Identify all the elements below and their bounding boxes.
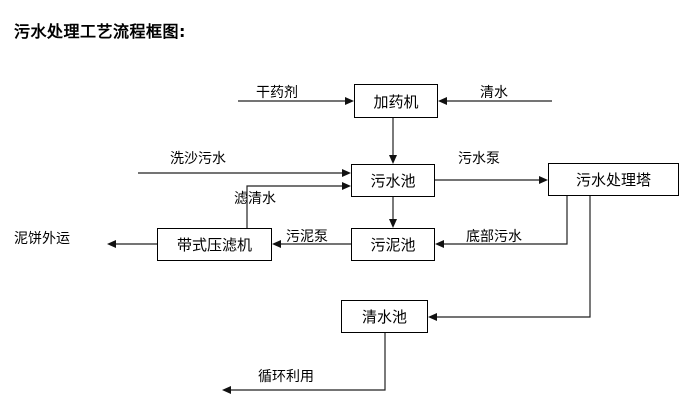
- node-belt-filter-press[interactable]: 带式压滤机: [157, 228, 272, 261]
- edge-dosing-machine-to-wastewater-pool: [389, 118, 397, 164]
- node-clear-water-pool[interactable]: 清水池: [341, 300, 428, 333]
- node-label: 加药机: [373, 92, 419, 111]
- edge-belt-filter-press-to-mud-cake-out: [107, 240, 157, 248]
- terminal-sand-wash-water: 洗沙污水: [170, 151, 226, 167]
- edge-wastewater-pool-to-treatment-tower: [435, 176, 548, 184]
- page-title: 污水处理工艺流程框图:: [14, 22, 186, 41]
- edge-sludge-pool-to-belt-filter-press: [272, 240, 351, 248]
- edge-clean-water-to-dosing-machine: [438, 97, 552, 105]
- node-label: 污水处理塔: [575, 171, 651, 189]
- node-label: 清水池: [361, 308, 407, 326]
- edge-treatment-tower-to-clear-water-pool: [428, 196, 591, 321]
- node-sludge-pool[interactable]: 污泥池: [351, 228, 435, 261]
- node-label: 污水池: [370, 172, 416, 190]
- terminal-clean-water: 清水: [480, 85, 508, 101]
- edge-clear-water-pool-to-recycle: [222, 333, 386, 394]
- edge-label-bottom-sewage: 底部污水: [466, 229, 522, 245]
- edge-label-wastewater-pump: 污水泵: [458, 151, 500, 167]
- edge-dry-chemical-to-dosing-machine: [238, 97, 354, 105]
- node-treatment-tower[interactable]: 污水处理塔: [548, 163, 679, 196]
- edge-label-recycle-reuse: 循环利用: [258, 369, 314, 385]
- terminal-dry-chemical: 干药剂: [256, 85, 298, 101]
- edge-label-filtrate: 滤清水: [234, 191, 276, 207]
- edge-treatment-tower-to-sludge-pool: [435, 196, 568, 248]
- node-label: 带式压滤机: [176, 236, 252, 254]
- node-dosing-machine[interactable]: 加药机: [354, 84, 438, 118]
- edge-belt-filter-press-to-wastewater-pool: [246, 182, 351, 228]
- node-label: 污泥池: [370, 236, 416, 254]
- edge-wastewater-pool-to-sludge-pool: [389, 197, 397, 228]
- edge-label-sludge-pump: 污泥泵: [286, 229, 328, 245]
- terminal-mud-cake-out: 泥饼外运: [14, 231, 70, 247]
- node-wastewater-pool[interactable]: 污水池: [351, 164, 435, 197]
- edge-sand-wash-water-to-wastewater-pool: [138, 169, 351, 177]
